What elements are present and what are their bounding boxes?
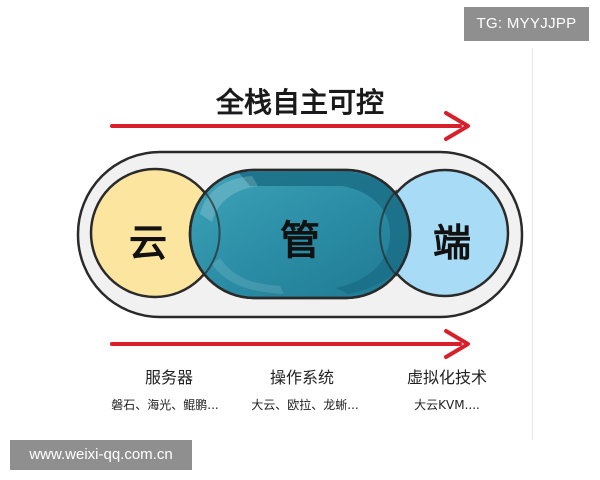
watermark-bottom: www.weixi-qq.com.cn [10, 440, 192, 470]
manage-capsule [188, 168, 412, 300]
divider-line [532, 48, 533, 440]
diagram-title: 全栈自主可控 [215, 86, 384, 119]
node-label-cloud: 云 [129, 221, 167, 265]
category-label-server: 服务器 [144, 368, 193, 387]
arrow-top [110, 111, 470, 141]
category-label-os: 操作系统 [269, 368, 334, 387]
category-examples-server: 磐石、海光、鲲鹏... [111, 398, 219, 412]
watermark-top: TG: MYYJJPP [464, 7, 589, 41]
category-examples-os: 大云、欧拉、龙蜥... [251, 398, 359, 412]
node-label-manage: 管 [280, 218, 320, 264]
node-label-end: 端 [433, 221, 471, 265]
arrow-bottom [110, 329, 470, 359]
category-examples-virtualization: 大云KVM.... [414, 398, 480, 412]
category-label-virtualization: 虚拟化技术 [406, 368, 487, 387]
